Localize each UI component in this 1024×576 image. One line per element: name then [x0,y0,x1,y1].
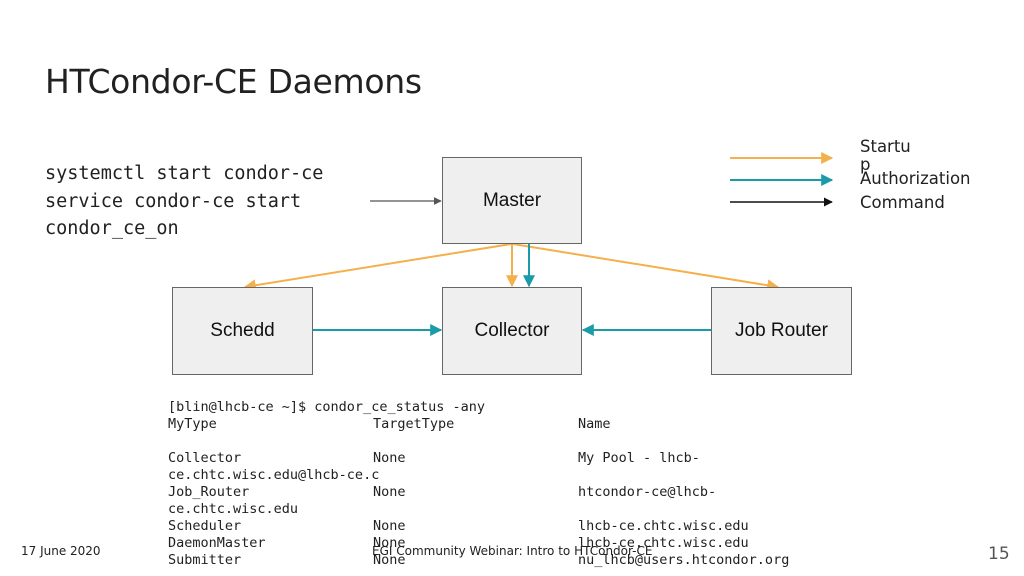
command-line: condor_ce_on [45,218,179,239]
status-blank-row [168,433,868,450]
status-name: lhcb-ce.chtc.wisc.edu [578,518,749,534]
status-targettype: None [373,450,406,466]
footer-date: 17 June 2020 [21,544,101,558]
collector-box: Collector [442,287,582,375]
status-mytype: DaemonMaster [168,535,266,551]
slide-title: HTCondor-CE Daemons [45,62,422,101]
status-name: lhcb-ce.chtc.wisc.edu [578,535,749,551]
status-name-continued: ce.chtc.wisc.edu@lhcb-ce.c [168,467,380,483]
status-targettype: None [373,518,406,534]
status-name: My Pool - lhcb- [578,450,700,466]
status-header-mytype: MyType [168,416,217,432]
status-targettype: None [373,484,406,500]
startup-arrow-jobrouter [512,243,780,292]
status-targettype: None [373,535,406,551]
status-row: Scheduler None lhcb-ce.chtc.wisc.edu [168,518,868,535]
legend-authorization-label: Authorization [860,169,971,188]
page-number: 15 [988,544,1010,564]
status-prompt: [blin@lhcb-ce ~]$ condor_ce_status -any [168,399,485,415]
status-targettype: None [373,552,406,568]
status-name: htcondor-ce@lhcb- [578,484,717,500]
status-name: nu_lhcb@users.htcondor.org [578,552,790,568]
schedd-box: Schedd [172,287,313,375]
status-header-row: MyType TargetType Name [168,416,868,433]
status-row: DaemonMaster None lhcb-ce.chtc.wisc.edu [168,535,868,552]
status-row: Job_Router None htcondor-ce@lhcb- [168,484,868,501]
start-commands: systemctl start condor-ce service condor… [45,160,323,243]
legend-startup-label: Startup [860,137,911,174]
status-name-continued: ce.chtc.wisc.edu [168,501,299,517]
status-mytype: Submitter [168,552,242,568]
status-mytype: Job_Router [168,484,250,500]
startup-arrow-schedd [243,243,512,292]
status-mytype: Collector [168,450,242,466]
status-row: Submitter None nu_lhcb@users.htcondor.or… [168,552,868,569]
master-box: Master [442,157,582,244]
command-line: service condor-ce start [45,190,302,212]
status-row: Collector None My Pool - lhcb- [168,450,868,467]
command-line: systemctl start condor-ce [45,163,324,184]
job-router-box: Job Router [711,287,852,375]
status-header-targettype: TargetType [373,416,455,432]
legend-command-label: Command [860,193,945,212]
footer-event-title: EGI Community Webinar: Intro to HTCondor… [372,544,653,558]
status-mytype: Scheduler [168,518,242,534]
status-header-name: Name [578,416,611,432]
condor-ce-status-output: [blin@lhcb-ce ~]$ condor_ce_status -any … [168,399,868,569]
